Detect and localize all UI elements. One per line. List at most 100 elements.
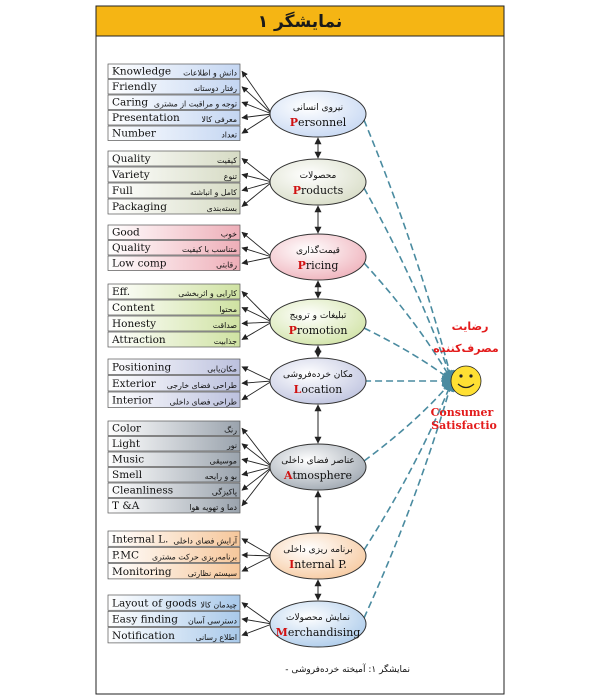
item-fa-label: بو و رایحه xyxy=(205,472,237,481)
item-box-bg xyxy=(107,79,241,95)
item-en-label: Variety xyxy=(111,169,150,181)
item-en-label: Monitoring xyxy=(112,566,172,578)
item-box-bg xyxy=(107,299,241,316)
item-fa-label: کامل و انباشته xyxy=(190,188,237,197)
item-box: Notification اطلاع رسانی xyxy=(107,627,241,644)
satisfaction-fa-line2: مصرف‌کننده xyxy=(433,342,499,355)
item-connector xyxy=(241,291,273,323)
group-en-rest: nternal P. xyxy=(294,558,347,571)
item-connector xyxy=(241,466,273,507)
group-en-initial: P xyxy=(298,259,306,272)
item-box-bg xyxy=(107,94,241,110)
smiley-left-eye-icon xyxy=(459,374,463,378)
satisfaction-en-line1: Consumer xyxy=(431,406,494,419)
figure-caption: - نمایشگر ۱: آمیخته خرده‌فروشی xyxy=(285,663,410,675)
group-en-initial: I xyxy=(289,558,294,571)
item-fa-label: صداقت xyxy=(213,321,238,330)
item-fa-label: بسته‌بندی xyxy=(207,204,237,213)
item-box: Attraction جذابیت xyxy=(107,331,241,348)
item-connector xyxy=(241,552,273,559)
item-box-bg xyxy=(107,283,241,300)
item-en-label: Honesty xyxy=(112,318,156,330)
group-en-label: Location xyxy=(294,383,343,396)
item-connector xyxy=(241,366,273,382)
item-connector xyxy=(241,466,273,477)
item-connector xyxy=(241,181,273,192)
group-en-label: Merchandising xyxy=(276,626,361,639)
item-fa-label: دسترسی آسان xyxy=(188,616,237,626)
page-title: نمایشگر ۱ xyxy=(258,11,343,32)
item-fa-label: سیستم نظارتی xyxy=(188,569,237,578)
group-node xyxy=(269,158,367,206)
item-fa-label: جذابیت xyxy=(214,337,237,346)
item-fa-label: تنوع xyxy=(224,172,237,181)
item-fa-label: متناسب با کیفیت xyxy=(182,245,237,254)
title-bar xyxy=(95,5,505,37)
item-connector xyxy=(241,172,273,183)
group-en-initial: P xyxy=(289,324,297,337)
item-connector xyxy=(241,70,273,115)
item-box-bg xyxy=(107,63,241,79)
group-fa-label: نیروی انسانی xyxy=(293,103,343,113)
group-en-rest: roducts xyxy=(301,184,344,197)
item-en-label: Knowledge xyxy=(112,66,171,78)
item-box-bg xyxy=(107,182,241,199)
item-box-bg xyxy=(107,391,241,408)
item-connector xyxy=(241,321,273,340)
group-en-initial: M xyxy=(276,626,288,639)
item-en-label: Content xyxy=(112,302,155,314)
item-connector xyxy=(241,256,273,266)
item-en-label: Eff. xyxy=(112,286,130,298)
group-node xyxy=(269,532,367,580)
item-box-bg xyxy=(107,482,241,498)
item-fa-label: طراحی فضای داخلی xyxy=(170,398,237,407)
item-connector xyxy=(241,86,273,115)
item-en-label: Smell xyxy=(112,469,143,481)
item-connector xyxy=(241,443,273,468)
item-connector xyxy=(241,623,273,637)
item-en-label: Full xyxy=(112,185,133,197)
item-en-label: Notification xyxy=(112,630,175,642)
item-box: Monitoring سیستم نظارتی xyxy=(107,563,241,580)
group-en-rest: ersonnel xyxy=(298,116,347,129)
item-connector xyxy=(241,320,273,327)
item-fa-label: کیفیت xyxy=(217,156,237,165)
item-fa-label: اطلاع رسانی xyxy=(196,633,238,642)
group-en-rest: tmosphere xyxy=(293,469,353,482)
item-box: Eff.کارایی و اثربخشی xyxy=(107,283,241,300)
item-en-label: Layout of goods xyxy=(112,597,197,609)
satisfaction-arrow xyxy=(363,327,453,382)
group-en-label: Pricing xyxy=(298,259,339,272)
item-fa-label: رنگ xyxy=(224,426,237,435)
item-box-bg xyxy=(107,467,241,483)
item-connector xyxy=(241,602,273,625)
item-connector xyxy=(241,231,273,258)
item-en-label: Light xyxy=(112,438,141,450)
item-box-bg xyxy=(107,610,241,627)
item-box-bg xyxy=(107,198,241,215)
item-connector xyxy=(241,307,273,323)
group-fa-label: محصولات xyxy=(300,171,337,181)
item-fa-label: خوب xyxy=(221,230,237,239)
item-fa-label: توجه و مراقبت از مشتری xyxy=(154,100,237,109)
item-en-label: Attraction xyxy=(111,334,166,346)
item-fa-label: آرایش فضای داخلی xyxy=(173,535,238,545)
item-en-label: Exterior xyxy=(112,378,157,390)
group-en-initial: P xyxy=(290,116,298,129)
group-en-rest: ocation xyxy=(301,383,342,396)
item-box: Internal L.آرایش فضای داخلی xyxy=(107,530,241,547)
